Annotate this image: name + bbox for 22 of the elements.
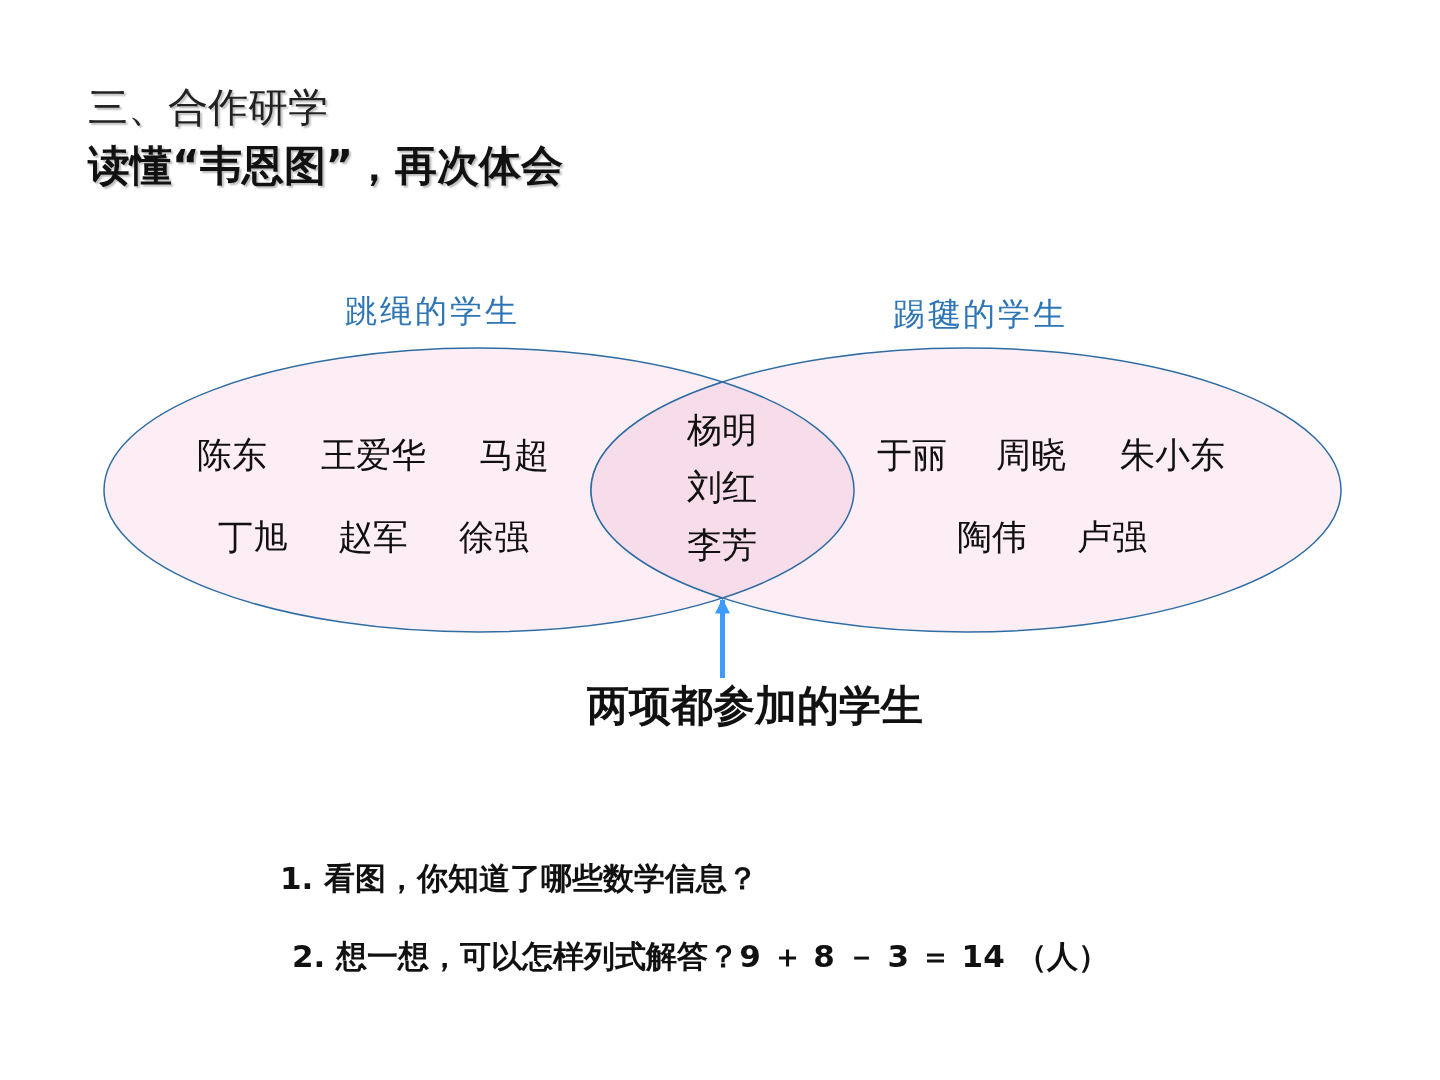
subtitle: 读懂“韦恩图”，再次体会	[88, 140, 564, 192]
arrow	[715, 598, 730, 678]
student-name: 陶伟	[957, 515, 1027, 559]
student-name: 赵军	[338, 515, 408, 559]
student-name: 李芳	[687, 523, 757, 567]
callout-text: 两项都参加的学生	[586, 680, 924, 732]
student-name: 朱小东	[1119, 433, 1225, 477]
question-text: 2. 想一想，可以怎样列式解答？9 ＋ 8 － 3 ＝ 14 （人）	[292, 937, 1109, 976]
student-name: 马超	[479, 433, 549, 477]
student-name: 王爱华	[320, 433, 426, 477]
student-name: 徐强	[459, 515, 529, 559]
student-name: 陈东	[197, 433, 267, 477]
student-name: 周晓	[996, 433, 1066, 477]
section-title: 三、合作研学	[88, 83, 328, 132]
set-label: 踢毽的学生	[892, 294, 1068, 335]
question-text: 1. 看图，你知道了哪些数学信息？	[280, 859, 759, 898]
student-name: 杨明	[687, 408, 757, 452]
student-name: 于丽	[877, 433, 947, 477]
student-name: 卢强	[1077, 515, 1147, 559]
set-label: 跳绳的学生	[344, 291, 520, 332]
student-name: 丁旭	[218, 515, 288, 559]
student-name: 刘红	[687, 465, 757, 509]
